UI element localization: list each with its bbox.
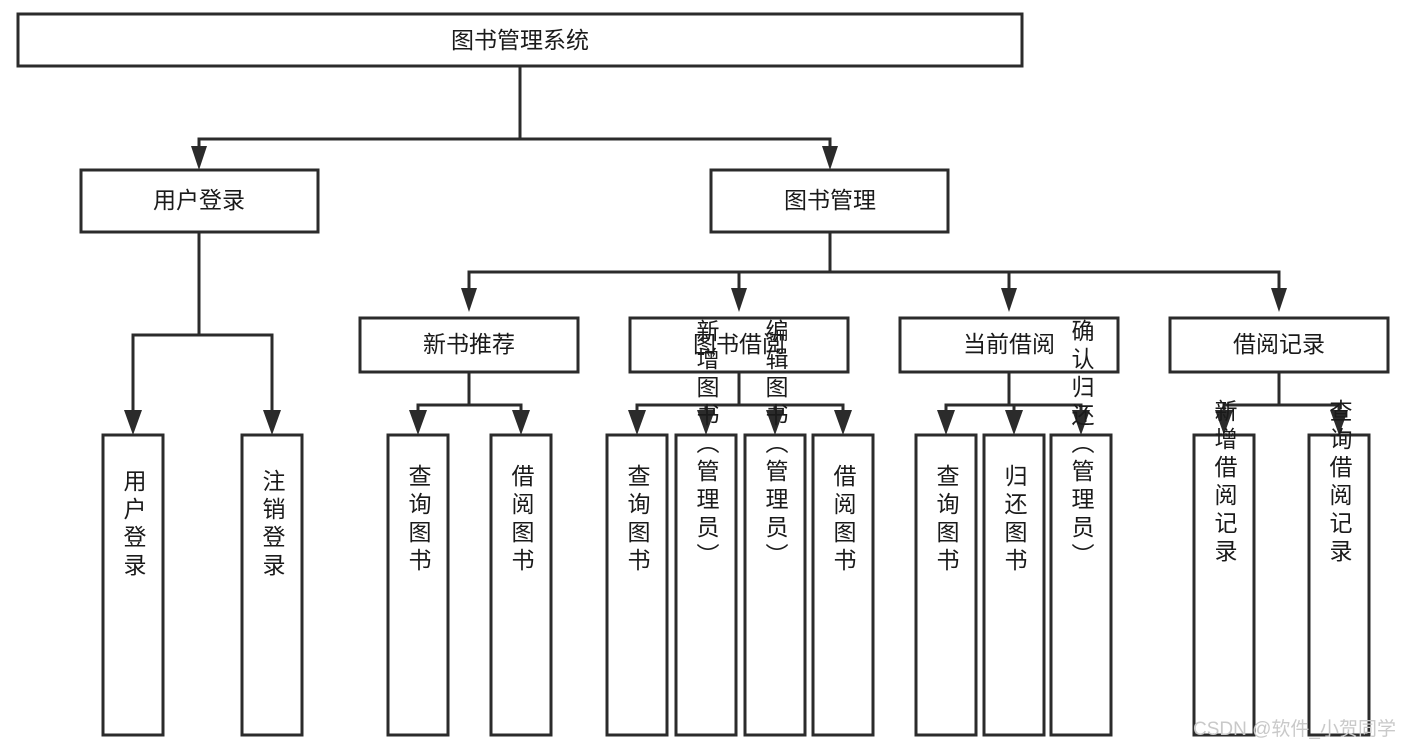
node-root-label: 图书管理系统 xyxy=(451,27,589,53)
leaf-user-login-signin-box[interactable] xyxy=(101,433,165,737)
leaf-records-add-record[interactable]: 新增借阅记录 xyxy=(1192,399,1256,737)
leaf-current-query[interactable]: 查询图书 xyxy=(914,433,978,737)
leaf-current-query-box[interactable] xyxy=(914,433,978,737)
leaf-current-query-label: 查询图书 xyxy=(933,464,960,576)
node-book-borrowing-box[interactable] xyxy=(628,316,850,374)
node-book-management[interactable]: 图书管理 xyxy=(709,168,950,234)
arrow-current-leaf1 xyxy=(937,410,955,435)
node-borrowing-records[interactable]: 借阅记录 xyxy=(1168,316,1390,374)
node-book-borrowing-label: 图书借阅 xyxy=(693,331,785,357)
node-new-book-recommendation-box[interactable] xyxy=(358,316,580,374)
arrow-new-book-leaf1 xyxy=(409,410,427,435)
arrow-root-to-user-login xyxy=(191,146,207,170)
node-borrowing-records-box[interactable] xyxy=(1168,316,1390,374)
node-current-borrowing-box[interactable] xyxy=(898,316,1120,374)
edge-group-root-to-level2 xyxy=(191,64,838,170)
arrow-book-mgmt-records xyxy=(1271,288,1287,312)
leaf-borrow-add-book-admin-box[interactable] xyxy=(674,433,738,737)
leaf-borrow-borrow-book-label: 借阅图书 xyxy=(830,464,857,576)
leaf-user-login-signout-box[interactable] xyxy=(240,433,304,737)
leaf-records-add-record-label: 新增借阅记录 xyxy=(1211,399,1238,567)
arrow-user-login-leaf2 xyxy=(263,410,281,435)
leaf-borrow-edit-book-admin[interactable]: 编辑图书（管理员） xyxy=(743,319,807,737)
leaf-user-login-signout-label: 注销登录 xyxy=(259,469,286,581)
edge-group-user-login-to-leaves xyxy=(124,230,281,435)
arrow-borrow-leaf3 xyxy=(766,410,784,435)
leaf-current-confirm-return-admin-label: 确认归还（管理员） xyxy=(1068,319,1095,571)
node-book-management-label: 图书管理 xyxy=(784,187,876,213)
leaf-records-query-record[interactable]: 查询借阅记录 xyxy=(1307,399,1371,737)
leaf-user-login-signin[interactable]: 用户登录 xyxy=(101,433,165,737)
arrow-borrow-leaf1 xyxy=(628,410,646,435)
leaf-current-return-book-label: 归还图书 xyxy=(1001,464,1028,576)
leaf-new-book-query-box[interactable] xyxy=(386,433,450,737)
node-user-login-box[interactable] xyxy=(79,168,320,234)
leaf-records-query-record-label: 查询借阅记录 xyxy=(1326,399,1353,567)
edge-group-current-to-leaves xyxy=(937,370,1090,435)
csdn-watermark: CSDN @软件_小贺同学 xyxy=(1193,718,1396,740)
leaf-current-confirm-return-admin-box[interactable] xyxy=(1049,433,1113,737)
node-user-login-label: 用户登录 xyxy=(153,187,245,213)
leaf-borrow-query[interactable]: 查询图书 xyxy=(605,433,669,737)
arrow-borrow-leaf2 xyxy=(697,410,715,435)
arrow-current-leaf3 xyxy=(1072,410,1090,435)
arrow-user-login-leaf1 xyxy=(124,410,142,435)
arrow-current-leaf2 xyxy=(1005,410,1023,435)
leaf-new-book-borrow-box[interactable] xyxy=(489,433,553,737)
leaf-current-confirm-return-admin[interactable]: 确认归还（管理员） xyxy=(1049,319,1113,737)
leaf-borrow-edit-book-admin-box[interactable] xyxy=(743,433,807,737)
edge-group-book-mgmt-to-level3 xyxy=(461,230,1287,312)
edge-group-borrow-to-leaves xyxy=(628,370,852,435)
arrow-book-mgmt-new-book xyxy=(461,288,477,312)
leaf-new-book-query-label: 查询图书 xyxy=(405,464,432,576)
node-root-box[interactable] xyxy=(16,12,1024,68)
edge-group-new-book-to-leaves xyxy=(409,370,530,435)
arrow-book-mgmt-borrow xyxy=(731,288,747,312)
leaf-new-book-borrow[interactable]: 借阅图书 xyxy=(489,433,553,737)
leaf-records-query-record-box[interactable] xyxy=(1307,433,1371,737)
leaf-user-login-signin-label: 用户登录 xyxy=(120,469,147,581)
leaf-borrow-borrow-book[interactable]: 借阅图书 xyxy=(811,433,875,737)
arrow-borrow-leaf4 xyxy=(834,410,852,435)
arrow-new-book-leaf2 xyxy=(512,410,530,435)
node-borrowing-records-label: 借阅记录 xyxy=(1233,331,1325,357)
node-new-book-recommendation-label: 新书推荐 xyxy=(423,331,515,357)
node-user-login[interactable]: 用户登录 xyxy=(79,168,320,234)
leaf-borrow-edit-book-admin-label: 编辑图书（管理员） xyxy=(762,319,789,571)
leaf-current-return-book[interactable]: 归还图书 xyxy=(982,433,1046,737)
leaf-borrow-add-book-admin-label: 新增图书（管理员） xyxy=(693,319,720,571)
node-root-book-management-system[interactable]: 图书管理系统 xyxy=(16,12,1024,68)
arrow-records-leaf1 xyxy=(1215,410,1233,435)
leaf-borrow-query-label: 查询图书 xyxy=(624,464,651,576)
leaf-new-book-query[interactable]: 查询图书 xyxy=(386,433,450,737)
leaf-borrow-borrow-book-box[interactable] xyxy=(811,433,875,737)
leaf-user-login-signout[interactable]: 注销登录 xyxy=(240,433,304,737)
node-new-book-recommendation[interactable]: 新书推荐 xyxy=(358,316,580,374)
arrow-records-leaf2 xyxy=(1330,410,1348,435)
leaf-records-add-record-box[interactable] xyxy=(1192,433,1256,737)
edge-group-records-to-leaves xyxy=(1215,370,1348,435)
leaf-current-return-book-box[interactable] xyxy=(982,433,1046,737)
node-current-borrowing[interactable]: 当前借阅 xyxy=(898,316,1120,374)
leaf-new-book-borrow-label: 借阅图书 xyxy=(508,464,535,576)
node-current-borrowing-label: 当前借阅 xyxy=(963,331,1055,357)
arrow-root-to-book-mgmt xyxy=(822,146,838,170)
node-book-management-box[interactable] xyxy=(709,168,950,234)
arrow-book-mgmt-current xyxy=(1001,288,1017,312)
leaf-borrow-query-box[interactable] xyxy=(605,433,669,737)
leaf-borrow-add-book-admin[interactable]: 新增图书（管理员） xyxy=(674,319,738,737)
node-book-borrowing[interactable]: 图书借阅 xyxy=(628,316,850,374)
